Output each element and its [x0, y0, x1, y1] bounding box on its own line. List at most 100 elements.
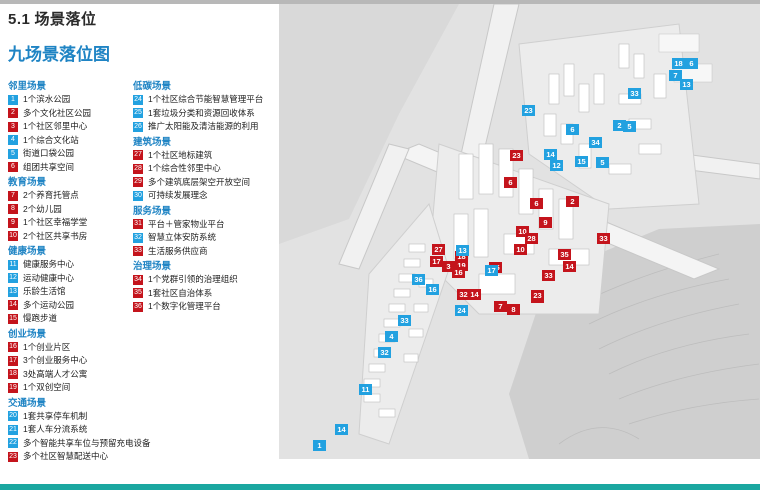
- map-marker: 14: [563, 261, 576, 272]
- legend-number-badge: 1: [8, 94, 18, 105]
- legend-item-label: 1个社区邻里中心: [23, 121, 88, 131]
- legend-number-badge: 9: [8, 217, 18, 228]
- legend-item-label: 街道口袋公园: [23, 148, 75, 158]
- legend-item-label: 可持续发展理念: [148, 190, 208, 200]
- legend-number-badge: 32: [133, 232, 143, 243]
- legend-item-label: 组团共享空间: [23, 161, 75, 172]
- legend-number-badge: 36: [133, 301, 143, 312]
- legend-item-label: 推广太阳能及清洁能源的利用: [148, 121, 259, 131]
- map-marker: 13: [680, 79, 693, 90]
- legend-number-badge: 3: [8, 121, 18, 132]
- legend-category-title: 治理场景: [133, 261, 172, 272]
- legend-item-label: 2个养育托管点: [23, 190, 79, 200]
- map-marker: 19: [455, 260, 468, 271]
- map-marker: 11: [359, 384, 372, 395]
- map-marker: 14: [544, 149, 557, 160]
- map-marker: 14: [468, 289, 481, 300]
- legend-item: 11 健康服务中心: [8, 258, 148, 272]
- map-marker: 18: [672, 58, 685, 69]
- legend-category-title: 交通场景: [8, 397, 47, 409]
- legend-item: 9 1个社区幸福学堂: [8, 216, 148, 230]
- legend-item: 26 推广太阳能及清洁能源的利用: [133, 120, 278, 134]
- legend-item-label: 1套人车分流系统: [23, 424, 88, 434]
- map-marker: 7: [669, 70, 682, 81]
- legend-item-label: 3个创业服务中心: [23, 355, 88, 365]
- map-marker: 34: [589, 137, 602, 148]
- map-marker: 6: [566, 124, 579, 135]
- legend-category-title: 建筑场景: [133, 136, 172, 148]
- legend-item-label: 健康服务中心: [23, 259, 75, 269]
- map-marker: 2: [566, 196, 579, 207]
- legend-item-label: 1个社区综合节能智慧管理平台: [148, 94, 264, 104]
- legend-number-badge: 23: [8, 451, 18, 462]
- map-marker: 16: [426, 284, 439, 295]
- legend-number-badge: 7: [8, 190, 18, 201]
- map-marker: 27: [432, 244, 445, 255]
- legend-number-badge: 19: [8, 382, 18, 393]
- legend-item: 7 2个养育托管点: [8, 189, 148, 203]
- legend-number-badge: 35: [133, 288, 143, 299]
- legend-number-badge: 11: [8, 259, 18, 270]
- legend-item-label: 生活服务供应商: [148, 245, 208, 256]
- legend-number-badge: 31: [133, 219, 143, 230]
- map-marker: 10: [514, 244, 527, 255]
- legend-item-label: 1套垃圾分类和资源回收体系: [148, 107, 255, 118]
- map-marker: 15: [575, 156, 588, 167]
- map-marker: 2: [613, 120, 626, 131]
- legend-number-badge: 30: [133, 190, 143, 201]
- map-marker: 18: [455, 251, 468, 262]
- map-marker: 5: [596, 157, 609, 168]
- legend-item-label: 1个社区幸福学堂: [23, 217, 88, 227]
- legend-number-badge: 27: [133, 150, 143, 161]
- map-marker: 17: [485, 265, 498, 276]
- map-marker: 32: [378, 347, 391, 358]
- legend-item-label: 1个滨水公园: [23, 94, 71, 104]
- legend-number-badge: 14: [8, 300, 18, 311]
- legend-item-label: 1个双创空间: [23, 382, 71, 392]
- legend-number-badge: 6: [8, 162, 18, 173]
- legend-item-label: 多个文化社区公园: [23, 107, 92, 118]
- legend-item-label: 1个党群引领的治理组织: [148, 274, 238, 284]
- legend-item: 6 组团共享空间: [8, 161, 148, 175]
- map-marker: 23: [522, 105, 535, 116]
- map-marker: 17: [430, 256, 443, 267]
- map-marker: 13: [456, 245, 469, 256]
- legend-item-label: 运动健康中心: [23, 272, 75, 283]
- legend-item: 3 1个社区邻里中心: [8, 120, 148, 134]
- legend-category-title: 低碳场景: [133, 81, 172, 92]
- legend-number-badge: 4: [8, 135, 18, 146]
- map-marker: 12: [550, 160, 563, 171]
- legend-item-label: 多个运动公园: [23, 299, 75, 310]
- legend-item: 1 1个滨水公园: [8, 93, 148, 107]
- legend-category-title: 健康场景: [8, 246, 47, 257]
- section-title: 场景落位: [34, 11, 97, 28]
- legend-item-label: 1个综合性邻里中心: [148, 163, 221, 173]
- map-marker: 35: [558, 249, 571, 260]
- legend-item: 14 多个运动公园: [8, 299, 148, 313]
- map-marker: 5: [623, 121, 636, 132]
- map-marker: 23: [510, 150, 523, 161]
- map-marker: 6: [685, 58, 698, 69]
- legend-item-label: 1个创业片区: [23, 341, 71, 352]
- legend-item: 24 1个社区综合节能智慧管理平台: [133, 93, 278, 107]
- legend-item-label: 多个智能共享车位与预留充电设备: [23, 437, 151, 448]
- legend-number-badge: 13: [8, 286, 18, 297]
- map-marker: 8: [507, 304, 520, 315]
- legend-number-badge: 24: [133, 94, 143, 105]
- legend-number-badge: 26: [133, 121, 143, 132]
